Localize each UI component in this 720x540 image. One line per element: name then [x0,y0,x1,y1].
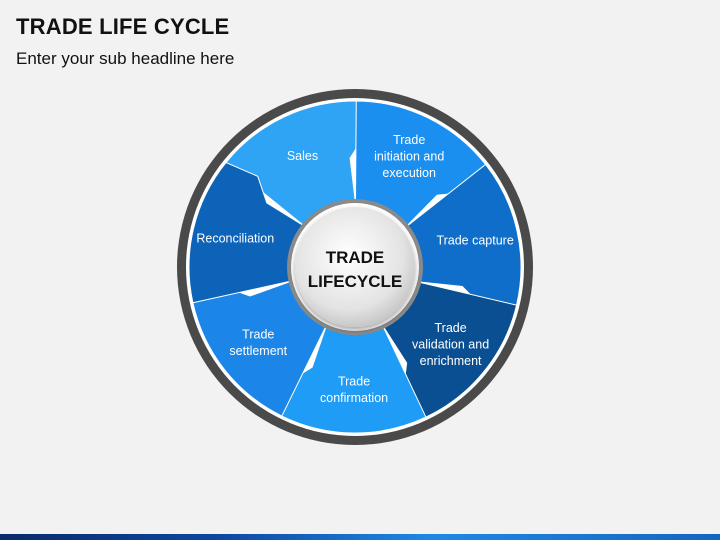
segment-5-label-line-1: Trade [338,375,370,389]
segment-4-label-line-2: validation and [412,337,489,351]
segment-2-label-line-2: initiation and [374,150,444,164]
segment-6-label-line-1: Trade [242,328,274,342]
bottom-accent-bar [0,534,720,540]
hub-circle [295,207,415,327]
segment-4-label-line-3: enrichment [420,354,482,368]
slide-title: TRADE LIFE CYCLE [16,14,230,39]
slide-subtitle: Enter your sub headline here [16,49,235,68]
segment-2-label-line-1: Trade [393,133,425,147]
segment-3-label-line-1: Trade capture [436,234,513,248]
segment-2-label-line-3: execution [382,166,436,180]
segment-6-label-line-2: settlement [229,344,287,358]
segment-4-label-line-1: Trade [434,321,466,335]
center-label-line2: LIFECYCLE [308,272,402,291]
center-label-line1: TRADE [326,248,385,267]
segment-1-label-line-1: Sales [287,149,318,163]
segment-5-label-line-2: confirmation [320,391,388,405]
segment-7-label-line-1: Reconciliation [196,232,274,246]
